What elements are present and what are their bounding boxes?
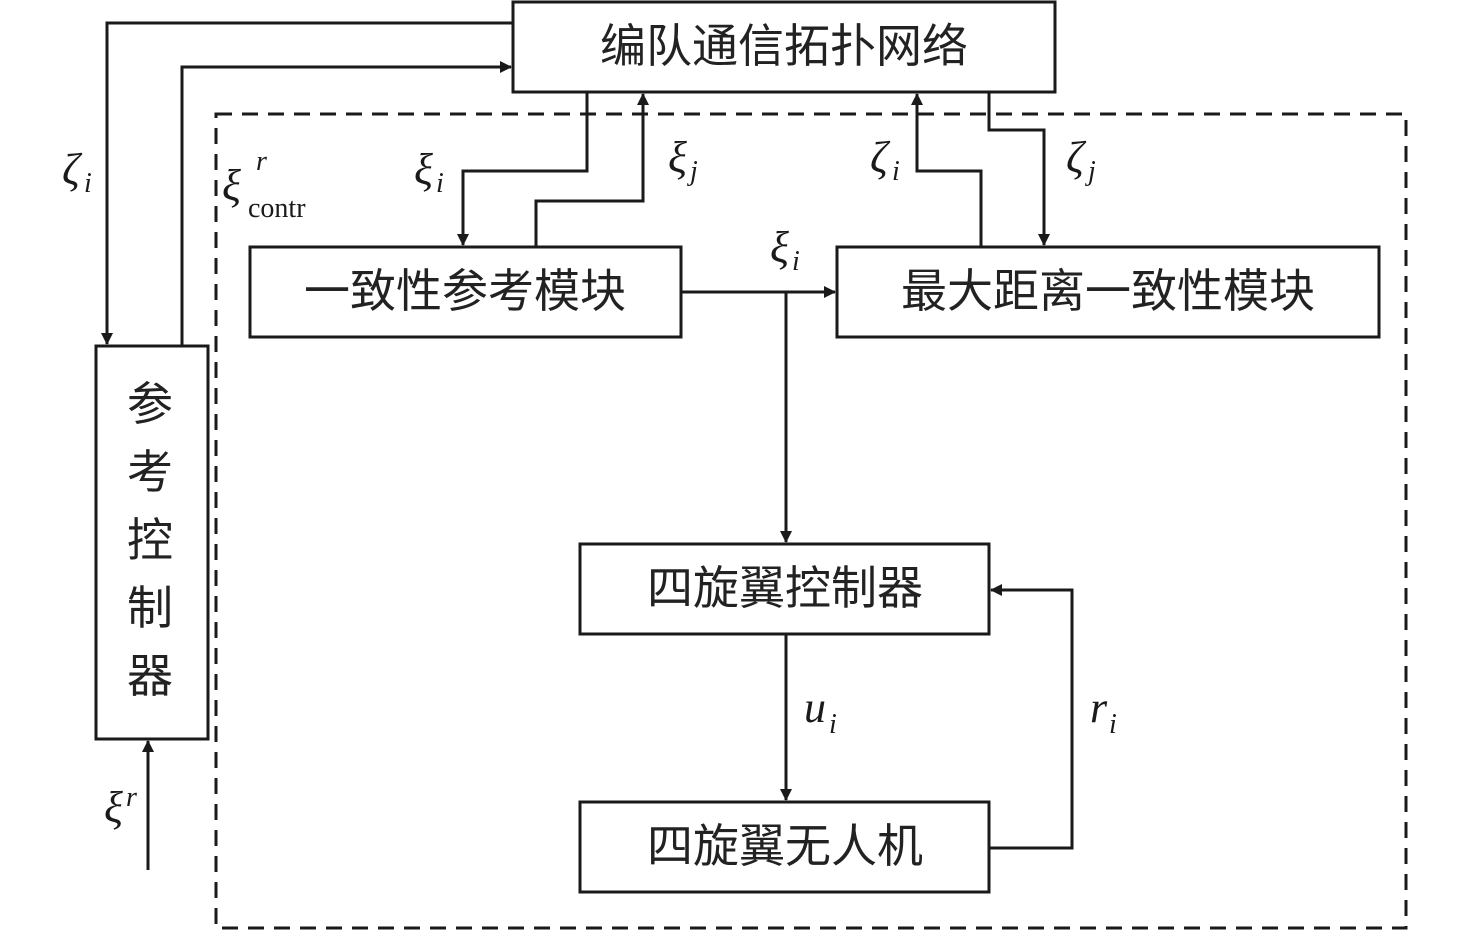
arrow-refctrl-to-network — [180, 61, 512, 346]
label-xi-j-top: ξ j — [668, 133, 698, 187]
ref-ctrl-char-1: 参 — [127, 377, 173, 431]
svg-text:ξ: ξ — [668, 133, 687, 182]
ref-ctrl-char-3: 控 — [127, 513, 173, 567]
consensus-ref-label: 一致性参考模块 — [304, 264, 626, 318]
svg-text:r: r — [256, 146, 267, 177]
arrow-network-to-refctrl — [101, 21, 513, 345]
max-dist-label: 最大距离一致性模块 — [901, 264, 1315, 318]
network-block: 编队通信拓扑网络 — [511, 0, 1057, 94]
consensus-ref-block: 一致性参考模块 — [248, 245, 683, 339]
svg-text:ξ: ξ — [414, 145, 433, 194]
max-dist-block: 最大距离一致性模块 — [835, 245, 1381, 339]
svg-text:i: i — [436, 168, 444, 199]
svg-text:i: i — [829, 709, 837, 740]
label-zeta-i-right: ζ i — [870, 133, 900, 187]
network-label: 编队通信拓扑网络 — [600, 19, 968, 73]
svg-text:ζ: ζ — [870, 133, 891, 182]
svg-text:r: r — [126, 782, 137, 813]
ref-ctrl-block: 参 考 控 制 器 — [94, 344, 210, 741]
svg-text:ξ: ξ — [770, 223, 789, 272]
arrow-consensus-to-network — [534, 93, 649, 247]
svg-text:j: j — [687, 156, 698, 187]
svg-text:contr: contr — [248, 193, 306, 224]
arrow-network-to-maxdist — [987, 92, 1050, 246]
label-r-i: r i — [1090, 683, 1117, 740]
ref-ctrl-char-5: 器 — [127, 649, 173, 703]
svg-text:u: u — [804, 683, 826, 732]
svg-text:i: i — [892, 156, 900, 187]
svg-text:ξ: ξ — [104, 783, 123, 832]
label-u-i: u i — [804, 683, 837, 740]
svg-text:ζ: ζ — [1066, 133, 1087, 182]
arrow-maxdist-to-network — [911, 93, 983, 247]
agent-boundary — [214, 112, 1408, 930]
label-xi-i-top: ξ i — [414, 145, 444, 199]
svg-text:i: i — [792, 246, 800, 277]
svg-text:i: i — [1109, 709, 1117, 740]
quad-uav-block: 四旋翼无人机 — [578, 800, 991, 894]
arrow-network-to-consensus — [457, 92, 589, 246]
arrow-uav-to-quadctrl — [989, 584, 1074, 850]
label-xi-r-bottom: ξ r — [104, 782, 137, 832]
ref-ctrl-char-2: 考 — [127, 445, 173, 499]
svg-text:ζ: ζ — [62, 145, 83, 194]
svg-text:r: r — [1090, 683, 1108, 732]
svg-text:i: i — [84, 168, 92, 199]
label-xi-contr: ξ r contr — [222, 146, 306, 224]
svg-text:ξ: ξ — [222, 161, 241, 210]
label-zeta-j-right: ζ j — [1066, 133, 1096, 187]
svg-text:j: j — [1085, 156, 1096, 187]
quad-ctrl-block: 四旋翼控制器 — [578, 542, 991, 636]
quad-uav-label: 四旋翼无人机 — [647, 819, 923, 873]
ref-ctrl-char-4: 制 — [127, 581, 173, 635]
label-xi-i-mid: ξ i — [770, 223, 800, 277]
quad-ctrl-label: 四旋翼控制器 — [647, 561, 923, 615]
label-zeta-i-left: ζ i — [62, 145, 92, 199]
